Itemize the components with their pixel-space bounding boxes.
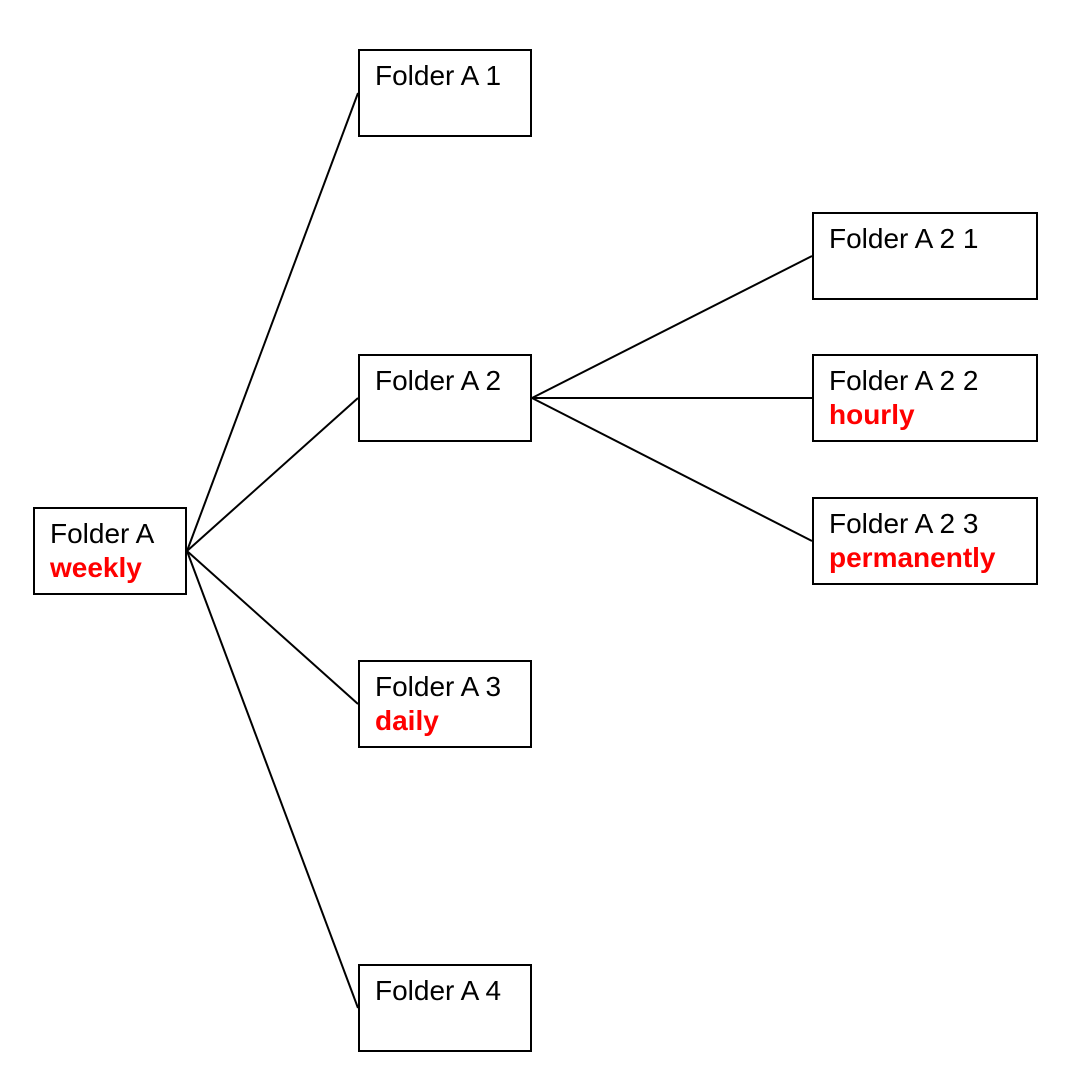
node-label: Folder A 2 (375, 365, 502, 396)
node-label: Folder A (50, 518, 155, 549)
node-schedule: permanently (829, 542, 996, 573)
node-folder-a-3: Folder A 3 daily (358, 660, 532, 748)
edge-folder-a-to-a2 (186, 397, 359, 552)
node-label: Folder A 2 2 (829, 365, 979, 396)
edge-folder-a-to-a3 (186, 550, 359, 705)
node-label: Folder A 4 (375, 975, 502, 1006)
edge-a2-to-a21 (531, 255, 813, 399)
node-label: Folder A 1 (375, 60, 502, 91)
node-folder-a: Folder A weekly (33, 507, 187, 595)
node-schedule: hourly (829, 399, 915, 430)
node-label: Folder A 2 1 (829, 223, 979, 254)
node-folder-a-2-2: Folder A 2 2 hourly (812, 354, 1038, 442)
edge-folder-a-to-a1 (186, 92, 359, 552)
node-folder-a-2: Folder A 2 (358, 354, 532, 442)
node-folder-a-2-3: Folder A 2 3 permanently (812, 497, 1038, 585)
node-schedule: daily (375, 705, 439, 736)
node-label: Folder A 2 3 (829, 508, 979, 539)
node-schedule: weekly (50, 552, 142, 583)
node-folder-a-2-1: Folder A 2 1 (812, 212, 1038, 300)
edge-folder-a-to-a4 (186, 550, 359, 1009)
node-folder-a-1: Folder A 1 (358, 49, 532, 137)
node-folder-a-4: Folder A 4 (358, 964, 532, 1052)
node-label: Folder A 3 (375, 671, 502, 702)
edge-a2-to-a23 (531, 397, 813, 542)
